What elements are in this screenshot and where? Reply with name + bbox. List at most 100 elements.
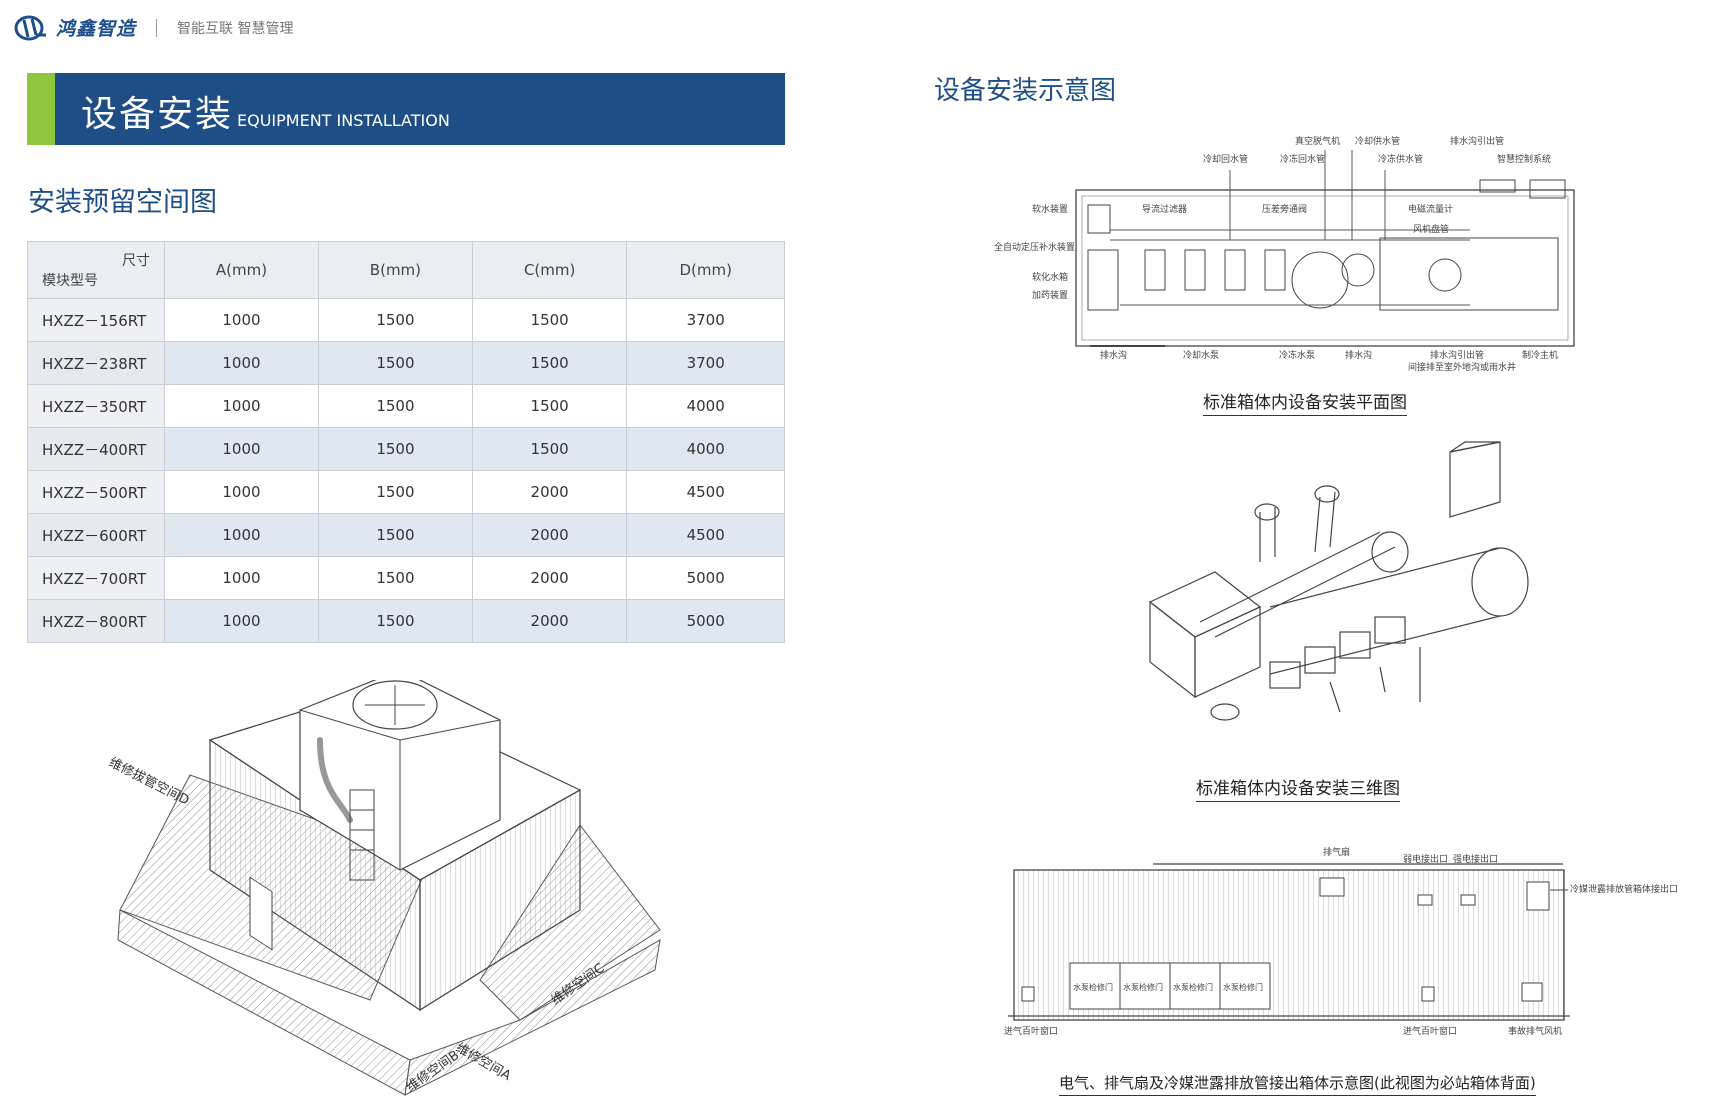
pump-door-label: 水泵检修门 [1173, 982, 1213, 992]
label-flowmeter: 电磁流量计 [1408, 203, 1453, 215]
refrigerant-outlet-icon [1526, 881, 1550, 911]
pump-icon [1339, 631, 1371, 659]
chiller-shell-icon [1471, 547, 1529, 617]
header-divider [156, 18, 158, 37]
label-drain-ditch-1: 排水沟 [1100, 349, 1127, 361]
iso3d-caption: 标准箱体内设备安装三维图 [1196, 774, 1400, 802]
pump-door-label: 水泵检修门 [1223, 982, 1263, 992]
cell-b: 1500 [317, 427, 473, 471]
label-vacuum-degasser: 真空脱气机 [1295, 135, 1340, 147]
pump-icon [1304, 646, 1336, 674]
softener-icon [1087, 204, 1111, 234]
cell-model: HXZZ－156RT [27, 298, 165, 342]
cell-b: 1500 [317, 298, 473, 342]
pump-door [1069, 962, 1121, 1010]
section-banner: 设备安装 EQUIPMENT INSTALLATION [27, 73, 785, 145]
cell-model: HXZZ－700RT [27, 556, 165, 600]
label-weak-outlet: 弱电接出口 [1403, 853, 1448, 865]
tower-ladder [349, 789, 375, 881]
weak-outlet-icon [1417, 894, 1433, 906]
label-drain-outlet: 排水沟引出管 [1450, 135, 1504, 147]
pump-door-label: 水泵检修门 [1123, 982, 1163, 992]
cell-d: 3700 [626, 341, 785, 385]
pump-door [1219, 962, 1271, 1010]
label-air-coil: 风机盘管 [1413, 223, 1449, 235]
label-cooling-supply: 冷却供水管 [1355, 135, 1400, 147]
container-door [249, 876, 273, 951]
plan-view-drawing: 真空脱气机 冷却供水管 排水沟引出管 冷却回水管 冷冻回水管 冷冻供水管 智慧控… [994, 135, 1575, 373]
column-header-b: B(mm) [317, 241, 473, 299]
label-exhaust-fan: 排气扇 [1323, 846, 1350, 858]
table-corner-header: 尺寸 模块型号 [27, 241, 165, 299]
cell-a: 1000 [164, 470, 319, 514]
pump-icon [1144, 249, 1166, 291]
cell-d: 4000 [626, 384, 785, 428]
cell-a: 1000 [164, 341, 319, 385]
cell-b: 1500 [317, 341, 473, 385]
clearance-isometric-drawing: 维修拔管空间D 维修空间C 维修空间B 维修空间A [106, 680, 661, 1096]
label-refrigerant-outlet: 冷媒泄露排放管箱体接出口 [1570, 883, 1678, 895]
clearance-zone-a [404, 939, 661, 1096]
exhaust-fan-icon [1319, 877, 1345, 897]
cell-c: 2000 [471, 556, 628, 600]
brand-name: 鸿鑫智造 [56, 18, 137, 40]
label-emergency-fan: 事故排气风机 [1508, 1025, 1562, 1037]
cell-model: HXZZ－400RT [27, 427, 165, 471]
cell-c: 1500 [471, 384, 628, 428]
cell-a: 1000 [164, 513, 319, 557]
table-header-row: 尺寸 模块型号 A(mm) B(mm) C(mm) D(mm) [27, 241, 785, 299]
label-chilled-return: 冷冻回水管 [1280, 153, 1325, 165]
label-auto-pressurizer: 全自动定压补水装置 [994, 241, 1075, 253]
cell-b: 1500 [317, 556, 473, 600]
cell-a: 1000 [164, 298, 319, 342]
table-row: HXZZ－700RT 1000 1500 2000 5000 [27, 556, 785, 600]
label-chiller: 制冷主机 [1522, 349, 1558, 361]
label-chilled-supply: 冷冻供水管 [1378, 153, 1423, 165]
equipment-3d-drawing [1148, 441, 1529, 721]
corner-label-dimension: 尺寸 [122, 253, 150, 269]
cell-d: 4000 [626, 427, 785, 471]
clearance-section-title: 安装预留空间图 [28, 187, 217, 218]
table-row: HXZZ－500RT 1000 1500 2000 4500 [27, 470, 785, 514]
container-side-wall [419, 788, 581, 1012]
column-header-d: D(mm) [626, 241, 785, 299]
pump-door-label: 水泵检修门 [1073, 982, 1113, 992]
cell-a: 1000 [164, 384, 319, 428]
banner-subtitle: EQUIPMENT INSTALLATION [237, 111, 450, 130]
cell-c: 2000 [471, 599, 628, 643]
table-row: HXZZ－238RT 1000 1500 1500 3700 [27, 341, 785, 385]
table-row: HXZZ－400RT 1000 1500 1500 4000 [27, 427, 785, 471]
label-cooling-pump: 冷却水泵 [1183, 349, 1219, 361]
cell-c: 2000 [471, 470, 628, 514]
cell-model: HXZZ－600RT [27, 513, 165, 557]
diagram-section-title: 设备安装示意图 [934, 76, 1117, 106]
plan-view-caption: 标准箱体内设备安装平面图 [1203, 388, 1407, 416]
column-header-c: C(mm) [471, 241, 628, 299]
brand-tagline: 智能互联 智慧管理 [177, 20, 294, 37]
control-cabinet-icon [1479, 179, 1516, 193]
pump-icon [1264, 249, 1286, 291]
brand-logo-icon [14, 15, 46, 40]
cell-b: 1500 [317, 599, 473, 643]
table-row: HXZZ－600RT 1000 1500 2000 4500 [27, 513, 785, 557]
pump-icon [1269, 661, 1301, 689]
strong-outlet-icon [1460, 894, 1476, 906]
pump-icon [1224, 249, 1246, 291]
cell-a: 1000 [164, 556, 319, 600]
corner-label-model: 模块型号 [42, 273, 98, 289]
water-tank [1149, 600, 1196, 699]
banner-title: 设备安装 [81, 94, 234, 135]
clearance-table: 尺寸 模块型号 A(mm) B(mm) C(mm) D(mm) HXZZ－156… [27, 241, 785, 643]
cell-d: 5000 [626, 556, 785, 600]
elevation-caption: 电气、排气扇及冷媒泄露排放管接出箱体示意图(此视图为必站箱体背面) [1059, 1072, 1536, 1096]
label-smart-control: 智慧控制系统 [1497, 153, 1551, 165]
cell-c: 1500 [471, 427, 628, 471]
water-tank-icon [1087, 249, 1119, 311]
cell-c: 2000 [471, 513, 628, 557]
control-cabinet [1449, 441, 1501, 518]
label-cooling-return: 冷却回水管 [1203, 153, 1248, 165]
label-drain-note: 间接排至室外地沟或雨水井 [1408, 361, 1516, 373]
cell-c: 1500 [471, 298, 628, 342]
label-drain-outlet-2: 排水沟引出管 [1430, 349, 1484, 361]
label-clearance-d: 维修拔管空间D [106, 755, 191, 808]
